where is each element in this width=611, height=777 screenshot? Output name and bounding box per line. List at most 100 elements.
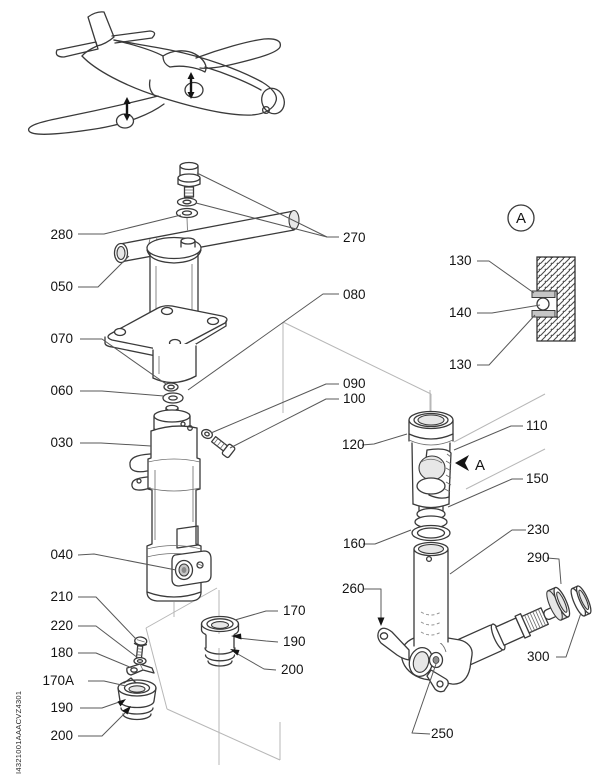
leader-100 [230, 399, 339, 448]
callout-300: 300 [527, 649, 550, 664]
leader-280 [78, 215, 181, 234]
leader-250 [412, 664, 436, 734]
part-ring-300 [568, 584, 593, 617]
leader-260 [364, 589, 381, 619]
part-washer-060 [163, 393, 183, 403]
callout-180: 180 [50, 645, 73, 660]
leader-270-b [196, 203, 327, 237]
part-cylinder-body [130, 426, 211, 602]
gear-location-mark-wing [117, 97, 134, 128]
part-grommet-170A [118, 678, 156, 720]
detail-a-circle-label: A [516, 210, 526, 227]
leader-030 [80, 443, 151, 446]
leader-130-top [477, 261, 534, 293]
callout-210: 210 [50, 589, 73, 604]
leader-140 [477, 305, 540, 313]
callout-060: 060 [50, 383, 73, 398]
detail-a-bearing-upper-130 [532, 291, 555, 298]
detail-a-bearing-lower-130 [532, 311, 555, 318]
leader-lines [78, 173, 581, 736]
leader-060 [80, 391, 164, 396]
detail-a-ball-140 [537, 298, 549, 310]
callout-200-center: 200 [281, 662, 304, 677]
right-assembly-exploded [378, 412, 594, 692]
view-a-arrow-icon [455, 455, 469, 471]
callout-270: 270 [343, 230, 366, 245]
callout-220: 220 [50, 618, 73, 633]
leader-190-left [80, 701, 122, 708]
callout-150: 150 [526, 471, 549, 486]
part-washers-270 [177, 198, 198, 246]
part-bracket-260 [378, 628, 448, 691]
callout-140: 140 [449, 305, 472, 320]
leader-130-bottom [477, 315, 535, 365]
part-cross-shaft [445, 598, 562, 671]
aircraft-location-thumbnail [29, 12, 288, 134]
part-piston-030 [154, 405, 190, 433]
leader-200-center [236, 653, 276, 670]
callout-190-center: 190 [283, 634, 306, 649]
leader-070 [80, 339, 166, 384]
leader-290 [547, 558, 561, 584]
callout-130-top: 130 [449, 253, 472, 268]
part-tube-230 [414, 543, 448, 647]
leader-120 [362, 434, 407, 445]
bottom-left-parts [118, 636, 156, 719]
part-clip-180 [127, 664, 154, 675]
callout-200-left: 200 [50, 728, 73, 743]
leader-220 [78, 626, 138, 658]
gear-location-mark-fuselage [185, 72, 203, 99]
leader-230 [450, 530, 526, 574]
figure-code: I4321001AAACVZ4301 [14, 691, 23, 774]
callout-260: 260 [342, 581, 365, 596]
callout-030: 030 [50, 435, 73, 450]
callout-130-bottom: 130 [449, 357, 472, 372]
view-a-pointer: A [455, 455, 485, 474]
leader-170A [88, 681, 126, 686]
callout-100: 100 [343, 391, 366, 406]
part-bolt-100 [210, 434, 236, 458]
leader-200-left [78, 711, 127, 736]
callout-labels: 280 050 070 060 030 040 210 220 180 170A… [42, 227, 549, 743]
part-ring-290 [546, 586, 573, 621]
callout-050: 050 [50, 279, 73, 294]
leader-110 [454, 426, 523, 450]
view-a-arrow-label: A [475, 457, 485, 474]
leader-190-center [238, 638, 278, 642]
callout-170A: 170A [42, 673, 74, 688]
callout-190-left: 190 [50, 700, 73, 715]
leader-180 [78, 653, 132, 668]
part-grommet-170 [202, 617, 239, 667]
leader-050 [78, 256, 129, 287]
leader-150 [448, 479, 523, 507]
leader-300 [556, 613, 581, 657]
main-actuator-exploded [105, 163, 299, 602]
part-ring-070 [164, 383, 178, 391]
leader-040 [78, 554, 176, 570]
callout-280: 280 [50, 227, 73, 242]
callout-290: 290 [527, 550, 550, 565]
detail-a-circle [508, 205, 534, 231]
callout-170: 170 [283, 603, 306, 618]
callout-250: 250 [431, 726, 454, 741]
leader-170 [235, 611, 278, 620]
part-bolt-270 [178, 163, 200, 198]
leader-160 [363, 530, 411, 544]
part-fitting-250 [430, 653, 443, 668]
leader-090 [211, 384, 339, 433]
part-washer-090 [200, 428, 213, 440]
callout-080: 080 [343, 287, 366, 302]
part-mount-flange [105, 306, 227, 384]
callout-040: 040 [50, 547, 73, 562]
callout-090: 090 [343, 376, 366, 391]
callout-110: 110 [526, 418, 548, 433]
detail-a-view: A [508, 205, 575, 341]
callout-070: 070 [50, 331, 73, 346]
callout-230: 230 [527, 522, 550, 537]
leader-210 [78, 597, 136, 639]
callout-160: 160 [343, 536, 366, 551]
callout-120: 120 [342, 437, 365, 452]
part-cartridge-110 [409, 412, 453, 541]
